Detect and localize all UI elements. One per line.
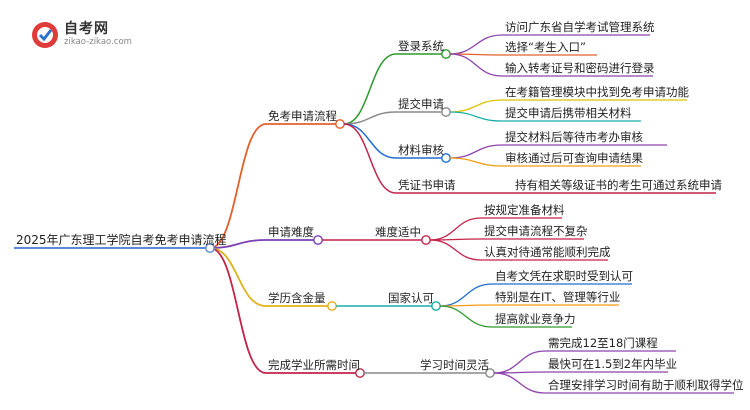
leaf-label: 特别是在IT、管理等行业 xyxy=(495,290,621,304)
node-circle xyxy=(313,235,323,245)
connector-line xyxy=(449,144,503,159)
branch-label: 免考申请流程 xyxy=(268,109,337,123)
node-circle xyxy=(335,119,345,129)
connector-line xyxy=(449,157,503,167)
connector-line xyxy=(439,283,493,307)
leaf-label: 提高就业竞争力 xyxy=(495,312,576,326)
connector-line xyxy=(493,372,546,394)
branch-label: 完成学业所需时间 xyxy=(268,358,360,372)
leaf-label: 提交材料后等待市考办审核 xyxy=(505,130,643,144)
leaf-label: 提交申请后携带相关材料 xyxy=(505,106,632,120)
connector-line xyxy=(449,111,503,122)
node-circle xyxy=(205,243,215,253)
leaf-label: 在考籍管理模块中找到免考申请功能 xyxy=(505,85,689,99)
connector-line xyxy=(429,217,482,241)
connector-line xyxy=(343,123,397,194)
connector-line xyxy=(343,53,397,125)
connector-line xyxy=(493,350,546,374)
connector-line xyxy=(343,123,397,159)
leaf-label: 按规定准备材料 xyxy=(484,203,565,217)
connector-line xyxy=(449,53,503,77)
sub-label: 凭证书申请 xyxy=(398,178,456,192)
leaf-label: 输入转考证号和密码进行登录 xyxy=(505,61,655,75)
logo-icon xyxy=(32,22,58,48)
connector-line xyxy=(209,239,267,249)
sub-label: 国家认可 xyxy=(388,291,434,305)
sub-label: 难度适中 xyxy=(375,225,421,239)
leaf-label: 需完成12至18门课程 xyxy=(548,336,658,350)
connector-line xyxy=(429,239,482,261)
leaf-label: 认真对待通常能顺利完成 xyxy=(484,245,611,259)
branch-label: 申请难度 xyxy=(268,225,314,239)
branch-label: 学历含金量 xyxy=(268,291,326,305)
leaf-label: 合理安排学习时间有助于顺利取得学位 xyxy=(548,378,744,392)
leaf-label: 审核通过后可查询申请结果 xyxy=(505,151,643,165)
connector-line xyxy=(439,305,493,328)
connector-line xyxy=(209,247,267,307)
connector-line xyxy=(209,123,267,249)
leaf-label: 提交申请流程不复杂 xyxy=(484,224,588,238)
connector-line xyxy=(449,99,503,113)
connector-line xyxy=(449,34,503,55)
leaf-label: 自考文凭在求职时受到认可 xyxy=(495,269,633,283)
leaf-label: 选择“考生入口” xyxy=(505,40,586,54)
root-node: 2025年广东理工学院自考免考申请流程 xyxy=(16,233,227,247)
leaf-label: 持有相关等级证书的考生可通过系统申请 xyxy=(515,178,722,192)
sub-label: 登录系统 xyxy=(398,39,444,53)
sub-label: 材料审核 xyxy=(398,143,444,157)
node-circle xyxy=(421,235,431,245)
leaf-label: 最快可在1.5到2年内毕业 xyxy=(548,357,678,371)
connector-line xyxy=(209,247,267,374)
sub-label: 提交申请 xyxy=(398,97,444,111)
leaf-label: 访问广东省自学考试管理系统 xyxy=(505,20,655,34)
node-circle xyxy=(327,301,337,311)
logo-url: zikao-zikao.com xyxy=(64,37,132,47)
sub-label: 学习时间灵活 xyxy=(420,358,489,372)
connector-line xyxy=(343,111,397,125)
logo-name: 自考网 xyxy=(64,21,109,37)
